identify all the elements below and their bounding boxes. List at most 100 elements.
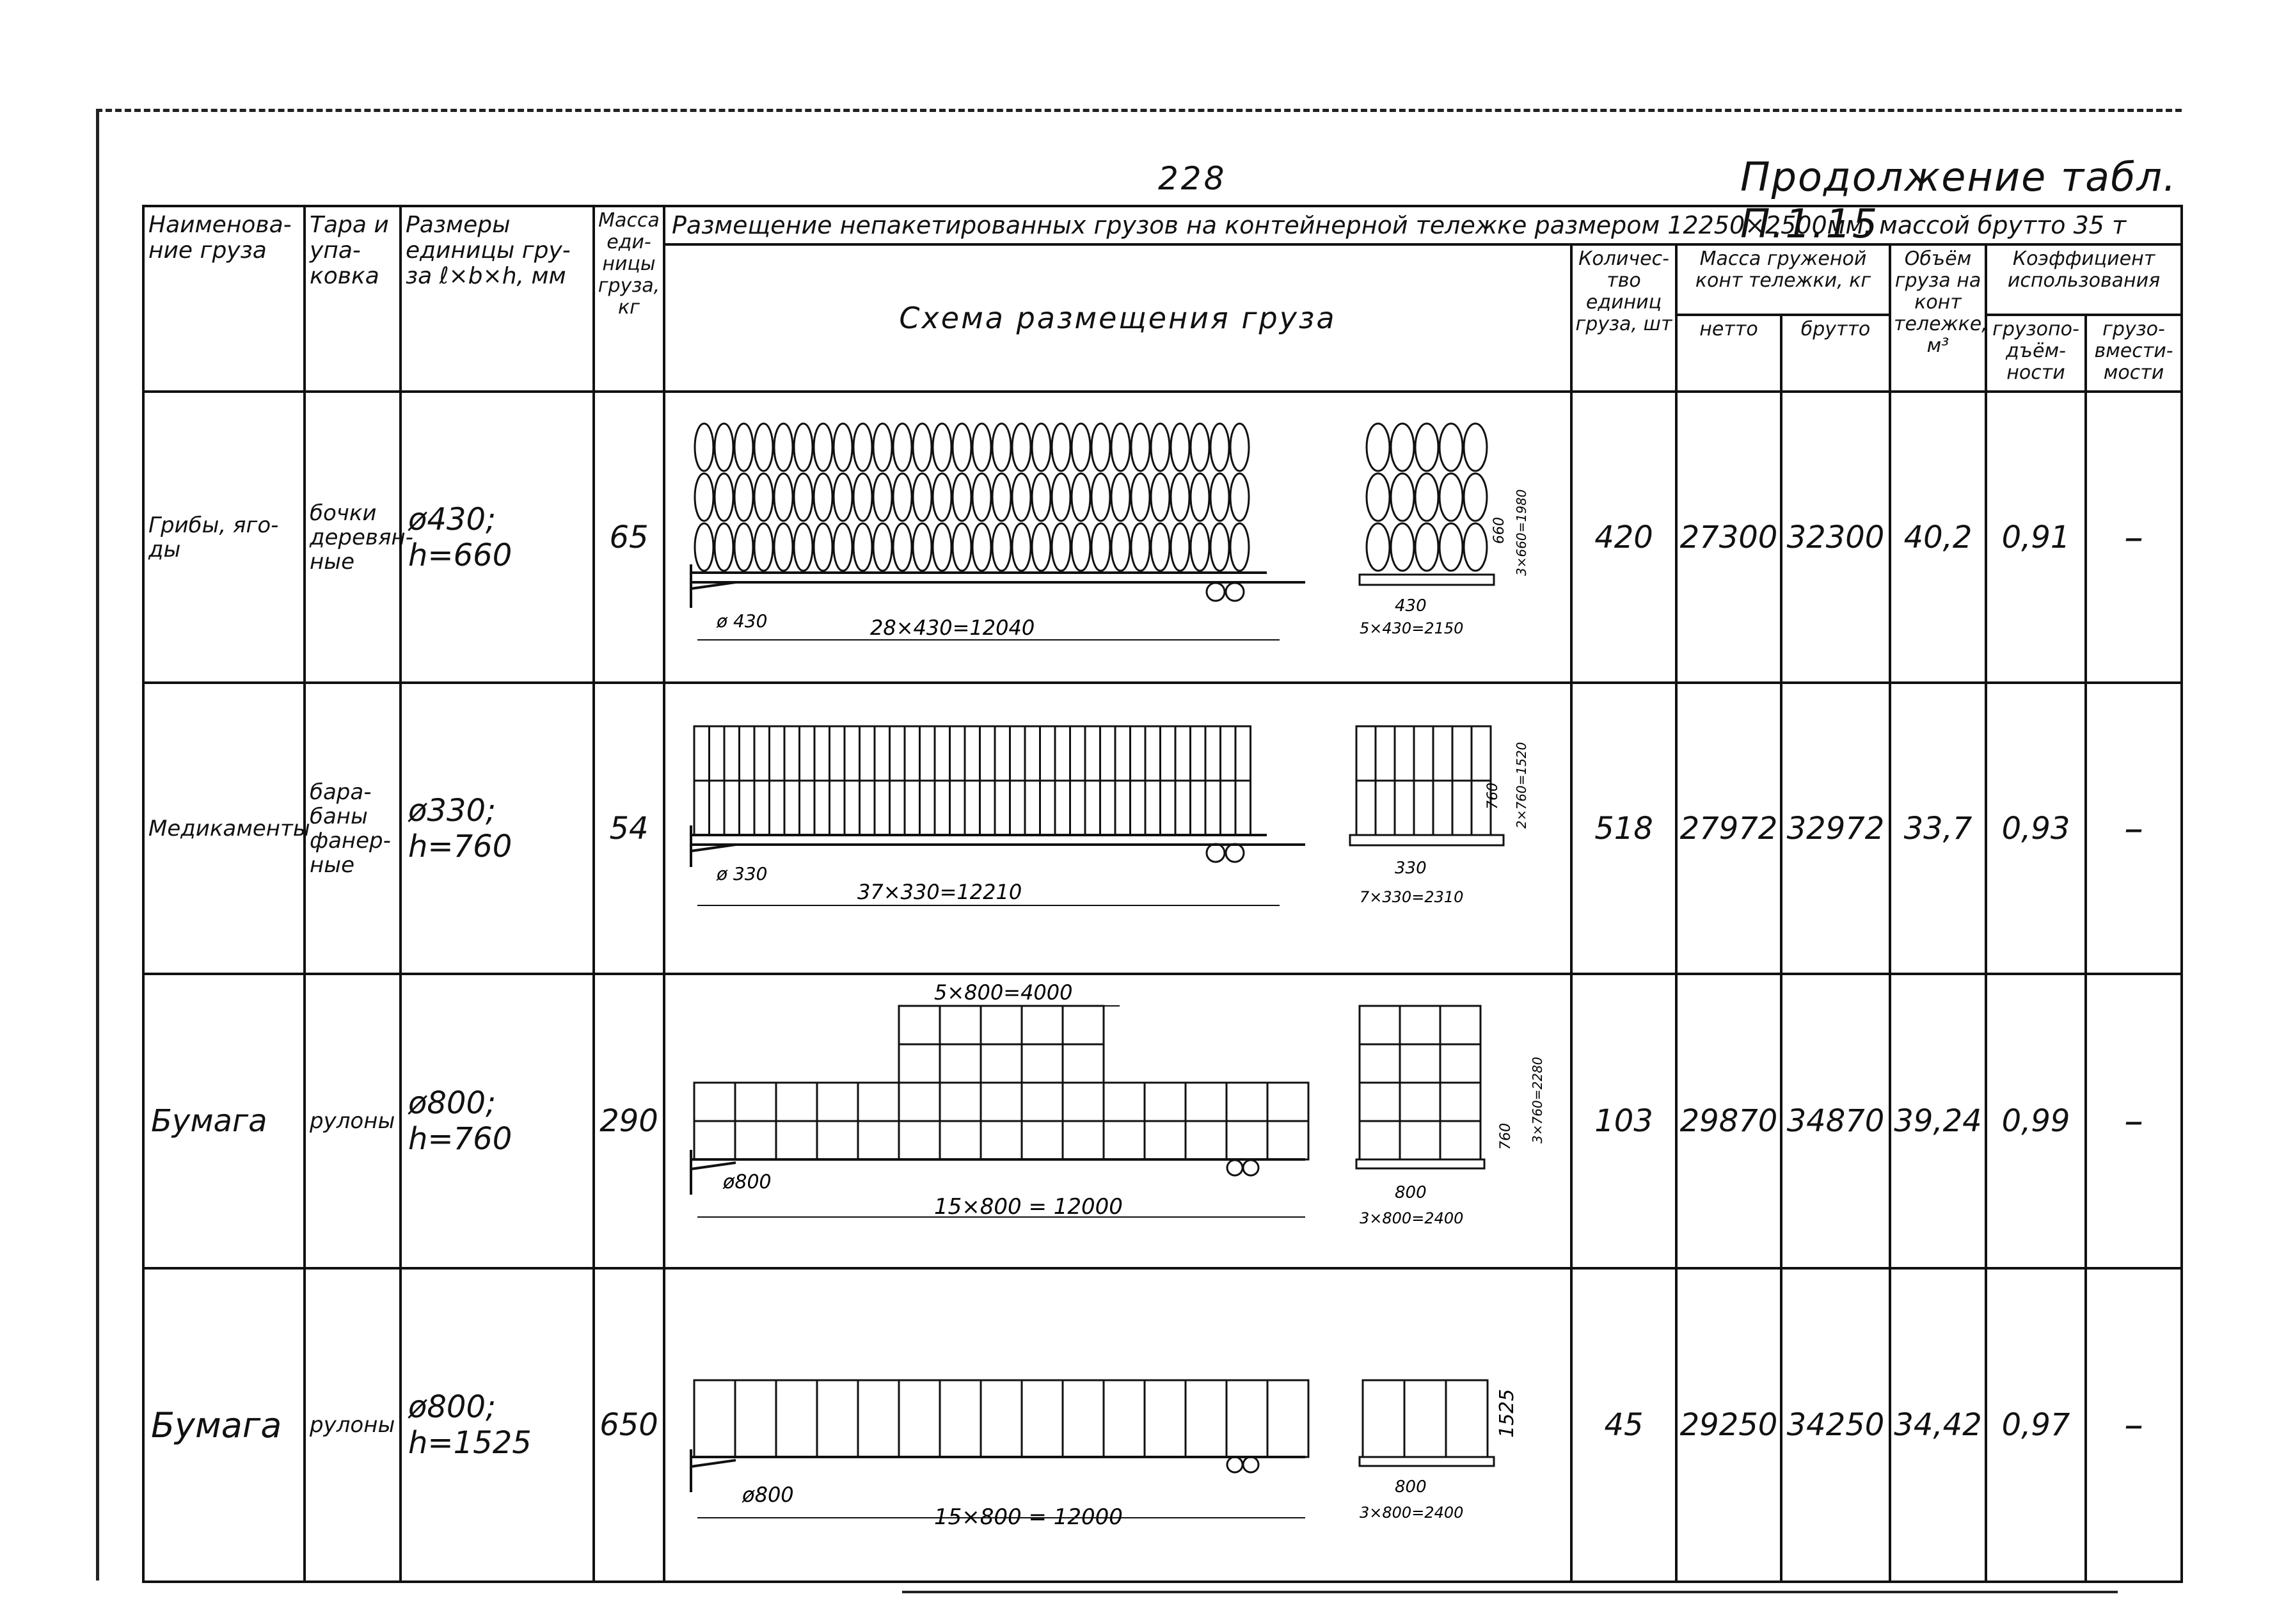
drum-unit (1432, 779, 1454, 836)
netto-mass: 29870 (1675, 973, 1782, 1270)
dim-unit-label: ø800 (742, 1483, 794, 1507)
drum-unit (994, 725, 1011, 781)
roll-unit (1403, 1379, 1447, 1458)
barrel-unit (971, 422, 992, 472)
barrel-unit (832, 522, 853, 571)
coef-space: – (2084, 1267, 2184, 1583)
barrel-unit (991, 422, 1012, 472)
dim-total-height-label: 2×760=1520 (1514, 742, 1529, 828)
cargo-dimensions: ø430; h=660 (399, 390, 595, 684)
barrel-unit (951, 472, 972, 521)
drum-unit (1355, 725, 1377, 781)
roll-unit (1061, 1379, 1105, 1458)
drum-unit (1189, 725, 1207, 781)
barrel-unit (733, 472, 754, 521)
drum-unit (798, 779, 816, 836)
drum-unit (1009, 725, 1026, 781)
drum-unit (843, 779, 861, 836)
barrel-unit (1090, 522, 1111, 571)
cargo-dimensions: ø800; h=760 (399, 973, 595, 1270)
barrel-unit (1414, 422, 1440, 472)
barrel-unit (733, 422, 754, 472)
barrel-unit (1438, 522, 1464, 571)
roll-unit (1361, 1379, 1406, 1458)
drum-unit (1204, 725, 1221, 781)
barrel-unit (971, 522, 992, 571)
roll-unit (980, 1120, 1023, 1161)
drum-unit (1219, 725, 1237, 781)
cargo-dimensions: ø800; h=1525 (399, 1267, 595, 1583)
roll-unit (1399, 1120, 1441, 1161)
barrel-unit (1051, 422, 1072, 472)
quantity: 45 (1570, 1267, 1678, 1583)
roll-unit (980, 1005, 1023, 1046)
roll-unit (1061, 1120, 1105, 1161)
dim-height-label: 660 (1491, 517, 1507, 544)
barrel-unit (1070, 422, 1091, 472)
drum-unit (1174, 725, 1191, 781)
roll-unit (1399, 1081, 1441, 1122)
roll-unit (775, 1120, 818, 1161)
barrel-unit (1130, 522, 1151, 571)
drum-unit (1084, 725, 1101, 781)
roll-unit (1143, 1379, 1187, 1458)
roll-unit (1225, 1379, 1269, 1458)
page-left-edge (96, 109, 99, 1580)
drum-unit (1413, 725, 1434, 781)
drum-unit (1413, 779, 1434, 836)
drum-unit (933, 779, 951, 836)
drum-unit (813, 779, 830, 836)
barrel-unit (753, 472, 774, 521)
cargo-mass: 290 (592, 973, 665, 1270)
barrel-unit (872, 422, 893, 472)
barrel-unit (773, 522, 794, 571)
roll-unit (1061, 1005, 1105, 1046)
drum-unit (1114, 779, 1131, 836)
barrel-unit (1031, 472, 1052, 521)
rolls-scheme-svg: 5×800=4000 ø800 15×800 = 12000 800 3×800… (690, 980, 1545, 1227)
roll-unit (775, 1081, 818, 1122)
barrel-unit (1229, 422, 1250, 472)
coef-load: 0,93 (1985, 681, 2087, 975)
cargo-name: Медикаменты (142, 681, 310, 975)
drum-unit (889, 725, 906, 781)
roll-unit (980, 1081, 1023, 1122)
drum-unit (1393, 779, 1415, 836)
drum-unit (693, 725, 710, 781)
barrel-unit (1229, 522, 1250, 571)
drum-unit (979, 725, 996, 781)
tall-rolls-scheme-svg: ø800 15×800 = 12000 800 3×800=2400 1525 (690, 1379, 1518, 1530)
page-top-edge (96, 109, 2182, 112)
roll-unit (1439, 1005, 1482, 1046)
drum-unit (753, 779, 770, 836)
dim-width-label: 5×430=2150 (1360, 619, 1463, 637)
drum-unit (768, 779, 786, 836)
roll-unit (898, 1043, 941, 1084)
barrel-unit (991, 522, 1012, 571)
barrel-unit (793, 472, 814, 521)
barrel-unit (912, 522, 933, 571)
barrel-unit (1414, 522, 1440, 571)
barrel-unit (932, 472, 953, 521)
header-unit-mass: Масса еди-ницы груза, кг (592, 205, 665, 393)
drum-unit (1234, 779, 1251, 836)
barrel-unit (1070, 522, 1091, 571)
cargo-tare: бара-баны фанер-ные (303, 681, 402, 975)
cargo-tare: рулоны (303, 1267, 402, 1583)
barrels-scheme-svg: ø 430 28×430=12040 430 5×430=2150 660 3×… (690, 422, 1529, 641)
drum-unit (1234, 725, 1251, 781)
barrel-unit (912, 472, 933, 521)
roll-unit (1020, 1379, 1064, 1458)
roll-unit (898, 1120, 941, 1161)
barrel-unit (1189, 422, 1210, 472)
roll-unit (1358, 1005, 1401, 1046)
barrel-unit (1011, 522, 1032, 571)
drum-unit (1451, 725, 1473, 781)
roll-unit (734, 1379, 777, 1458)
drum-unit (1204, 779, 1221, 836)
barrel-unit (733, 522, 754, 571)
roll-unit (1358, 1043, 1401, 1084)
roll-unit (1143, 1120, 1187, 1161)
roll-unit (734, 1081, 777, 1122)
cargo-name: Бумага (142, 973, 306, 1270)
